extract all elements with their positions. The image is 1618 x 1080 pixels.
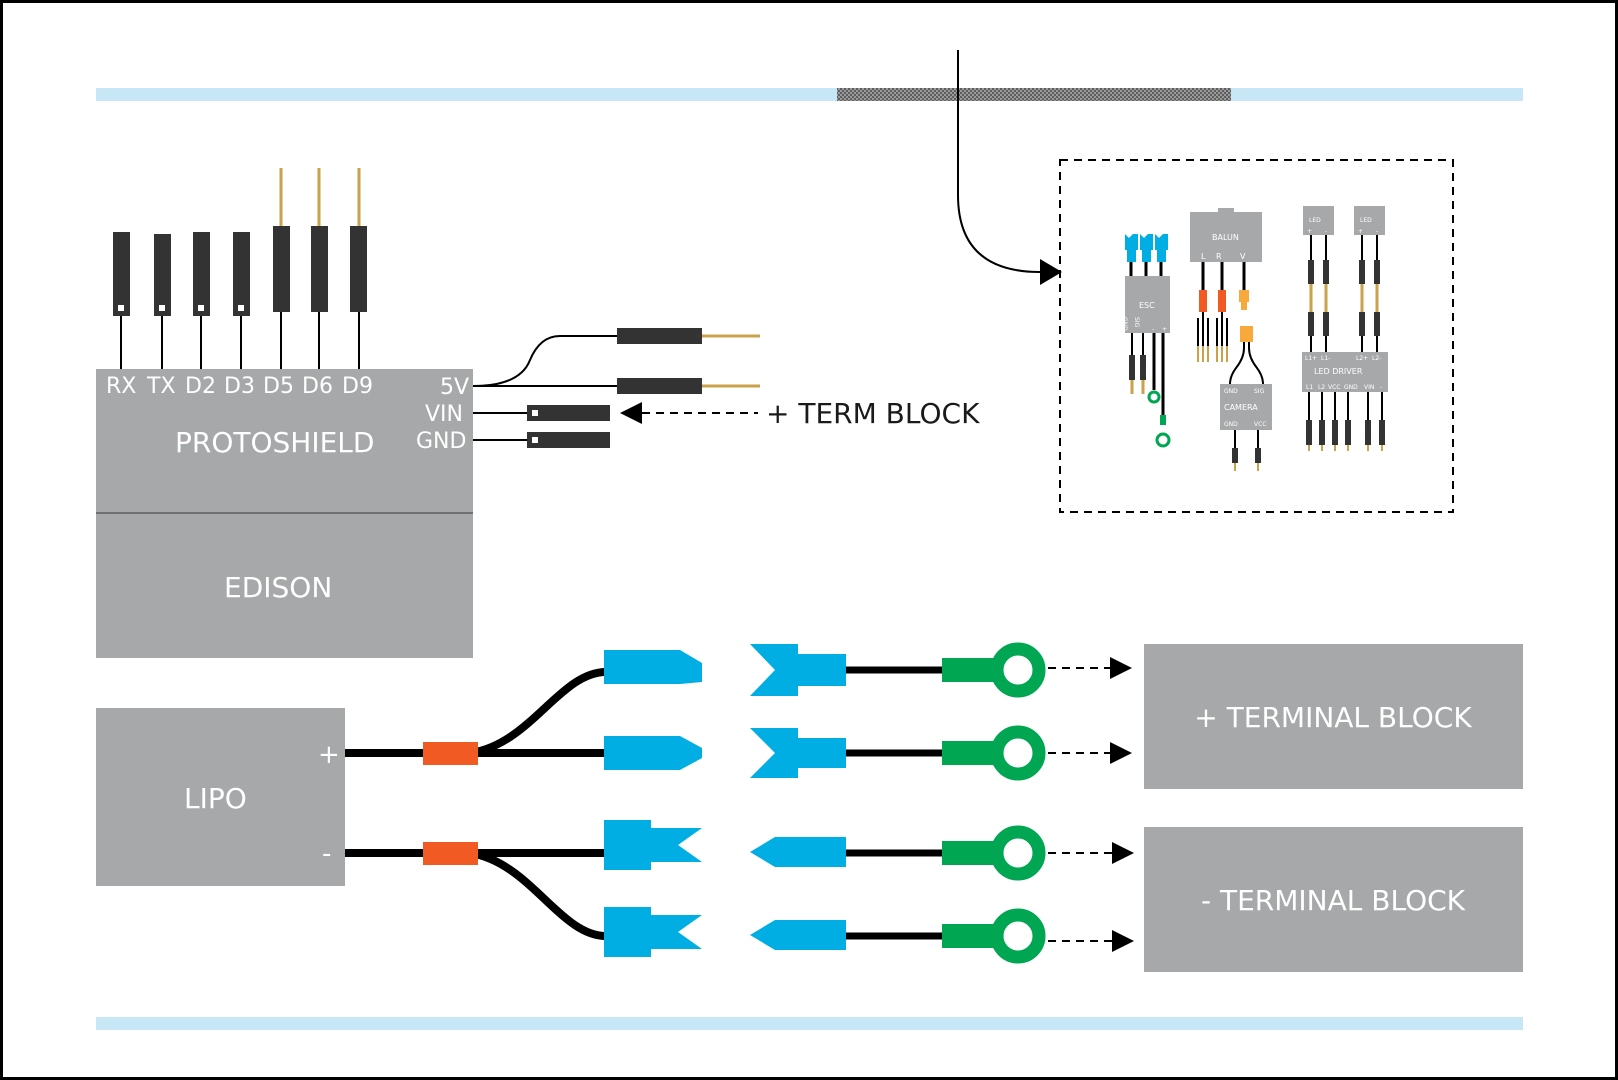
balun-pin-r: R <box>1216 252 1222 261</box>
protoshield-board <box>96 369 473 513</box>
pin-label-tx: TX <box>146 374 176 399</box>
header-pins <box>113 168 367 370</box>
plus-terminal-block-label: + TERMINAL BLOCK <box>1194 701 1472 734</box>
esc-pin-plus: + <box>1162 326 1167 333</box>
led-2-title: LED <box>1360 217 1372 224</box>
camera-module: GND SIG CAMERA GND VCC <box>1220 384 1272 471</box>
led-1-minus: - <box>1325 228 1327 235</box>
pigtail-connectors <box>750 644 846 950</box>
balun-title: BALUN <box>1212 233 1239 242</box>
led-modules: LED + - LED + - <box>1303 206 1385 352</box>
camera-pin-vcc: VCC <box>1254 421 1266 428</box>
pin-label-d3: D3 <box>224 374 255 399</box>
balun-pin-v: V <box>1240 252 1246 261</box>
camera-title: CAMERA <box>1224 403 1258 412</box>
terminal-arrows <box>1048 657 1134 952</box>
esc-pin-gnd: GND <box>1121 317 1128 331</box>
plus-terminal-block <box>1144 644 1523 789</box>
minus-terminal-block <box>1144 827 1523 972</box>
term-block-note: + TERM BLOCK <box>766 397 980 430</box>
pin-label-d2: D2 <box>185 374 216 399</box>
pin-label-rx: RX <box>106 374 136 399</box>
led-driver-pin-l2p: L2+ <box>1356 355 1368 362</box>
top-rail <box>96 88 1523 101</box>
protoshield-pin-labels: RX TX D2 D3 D5 D6 D9 5V VIN GND <box>106 374 469 454</box>
camera-pin-gnd-bottom: GND <box>1224 421 1238 428</box>
top-rail-grip-tape <box>837 88 1231 101</box>
led-2-minus: - <box>1376 228 1378 235</box>
camera-pin-sig: SIG <box>1254 388 1265 395</box>
inset-box <box>1059 159 1454 513</box>
led-driver-pin-minus: - <box>1380 384 1382 391</box>
heatshrink-plus <box>423 742 478 765</box>
power-wires <box>472 328 760 448</box>
balun-pin-l: L <box>1201 252 1206 261</box>
pin-label-d6: D6 <box>302 374 333 399</box>
led-driver-title: LED DRIVER <box>1314 367 1363 376</box>
led-driver-module: L1+ L1- L2+ L2- LED DRIVER L1 L2 VCC GND… <box>1302 352 1388 451</box>
led-driver-pin-l2m: L2- <box>1372 355 1381 362</box>
led-1-plus: + <box>1307 228 1312 235</box>
esc-pin-minus: - <box>1152 326 1154 333</box>
led-driver-pin-vin: VIN <box>1364 384 1374 391</box>
led-driver-pin-l2: L2 <box>1318 384 1325 391</box>
bottom-rail <box>96 1017 1523 1030</box>
edison-board <box>96 514 473 658</box>
minus-terminal-block-label: - TERMINAL BLOCK <box>1201 884 1466 917</box>
inset-callout-line <box>957 50 1041 273</box>
led-driver-pin-l1m: L1- <box>1321 355 1330 362</box>
camera-pin-gnd-top: GND <box>1224 388 1238 395</box>
lipo-title: LIPO <box>184 782 247 815</box>
led-1-title: LED <box>1309 217 1321 224</box>
lipo-minus-label: - <box>322 839 331 869</box>
esc-pin-sig: SIG <box>1133 317 1140 328</box>
ring-terminals <box>846 642 1046 964</box>
pin-label-d5: D5 <box>263 374 294 399</box>
pin-label-gnd: GND <box>416 429 466 454</box>
pin-label-d9: D9 <box>342 374 373 399</box>
esc-module: ESC GND SIG - + <box>1121 234 1171 448</box>
pin-label-vin: VIN <box>425 402 463 427</box>
battery-connectors <box>604 650 702 957</box>
lipo-battery <box>96 708 345 886</box>
term-block-arrow <box>620 402 642 424</box>
protoshield-title: PROTOSHIELD <box>175 426 374 459</box>
lipo-plus-label: + <box>318 740 340 770</box>
led-driver-pin-vcc: VCC <box>1328 384 1340 391</box>
pin-label-5v: 5V <box>440 375 469 400</box>
led-driver-pin-gnd: GND <box>1344 384 1358 391</box>
inset-callout-arrow <box>1040 259 1062 285</box>
balun-module: BALUN L R V <box>1190 208 1264 385</box>
esc-title: ESC <box>1139 301 1155 310</box>
edison-title: EDISON <box>224 571 332 604</box>
led-2-plus: + <box>1358 228 1363 235</box>
led-driver-pin-l1: L1 <box>1306 384 1313 391</box>
heatshrink-minus <box>423 842 478 865</box>
led-driver-pin-l1p: L1+ <box>1305 355 1317 362</box>
